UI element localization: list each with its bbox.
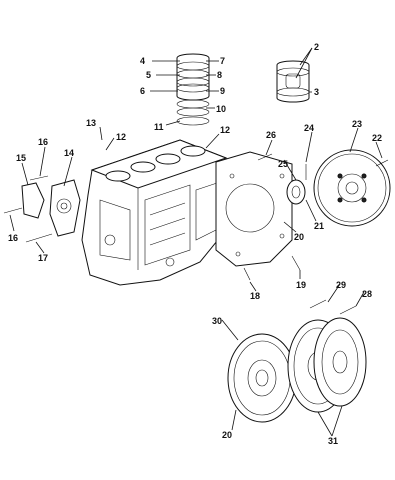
- callout-5: 5: [146, 70, 151, 80]
- callout-6: 6: [140, 86, 145, 96]
- callout-3: 3: [314, 87, 319, 97]
- callout-23: 23: [352, 119, 362, 129]
- cylinder-liner: [276, 60, 310, 103]
- flywheel: [227, 333, 297, 423]
- callout-13: 13: [86, 118, 96, 128]
- callout-29: 29: [336, 280, 346, 290]
- callout-11: 11: [154, 122, 164, 132]
- callout-12a: 12: [116, 132, 126, 142]
- bellhousing: [215, 151, 301, 281]
- callout-17: 17: [38, 253, 48, 263]
- callout-10: 10: [216, 104, 226, 114]
- callout-21: 21: [314, 221, 324, 231]
- leader-lines: [9, 47, 383, 437]
- callout-2: 2: [314, 42, 319, 52]
- callout-31: 31: [328, 436, 338, 446]
- callout-25: 25: [278, 159, 288, 169]
- callout-16b: 16: [8, 233, 18, 243]
- callout-26: 26: [266, 130, 276, 140]
- front-bracket: [3, 175, 81, 243]
- callout-4: 4: [140, 56, 145, 66]
- callout-30: 30: [212, 316, 222, 326]
- callout-14: 14: [64, 148, 74, 158]
- callout-8: 8: [217, 70, 222, 80]
- callout-22: 22: [372, 133, 382, 143]
- callout-7: 7: [220, 56, 225, 66]
- callout-16a: 16: [38, 137, 48, 147]
- callout-24: 24: [304, 123, 314, 133]
- piston-assembly: [176, 53, 210, 126]
- callout-15: 15: [16, 153, 26, 163]
- callout-12b: 12: [220, 125, 230, 135]
- callout-20a: 20: [294, 232, 304, 242]
- callout-28: 28: [362, 289, 372, 299]
- callout-9: 9: [220, 86, 225, 96]
- callout-20b: 20: [222, 430, 232, 440]
- engine-block: [81, 139, 228, 286]
- clutch-assembly: [287, 299, 367, 413]
- flexplate: [313, 149, 391, 227]
- callout-19: 19: [296, 280, 306, 290]
- callout-labels: 4 7 5 8 6 9 10 11 2 3 13 12 12 14 16 15 …: [8, 42, 382, 446]
- callout-18: 18: [250, 291, 260, 301]
